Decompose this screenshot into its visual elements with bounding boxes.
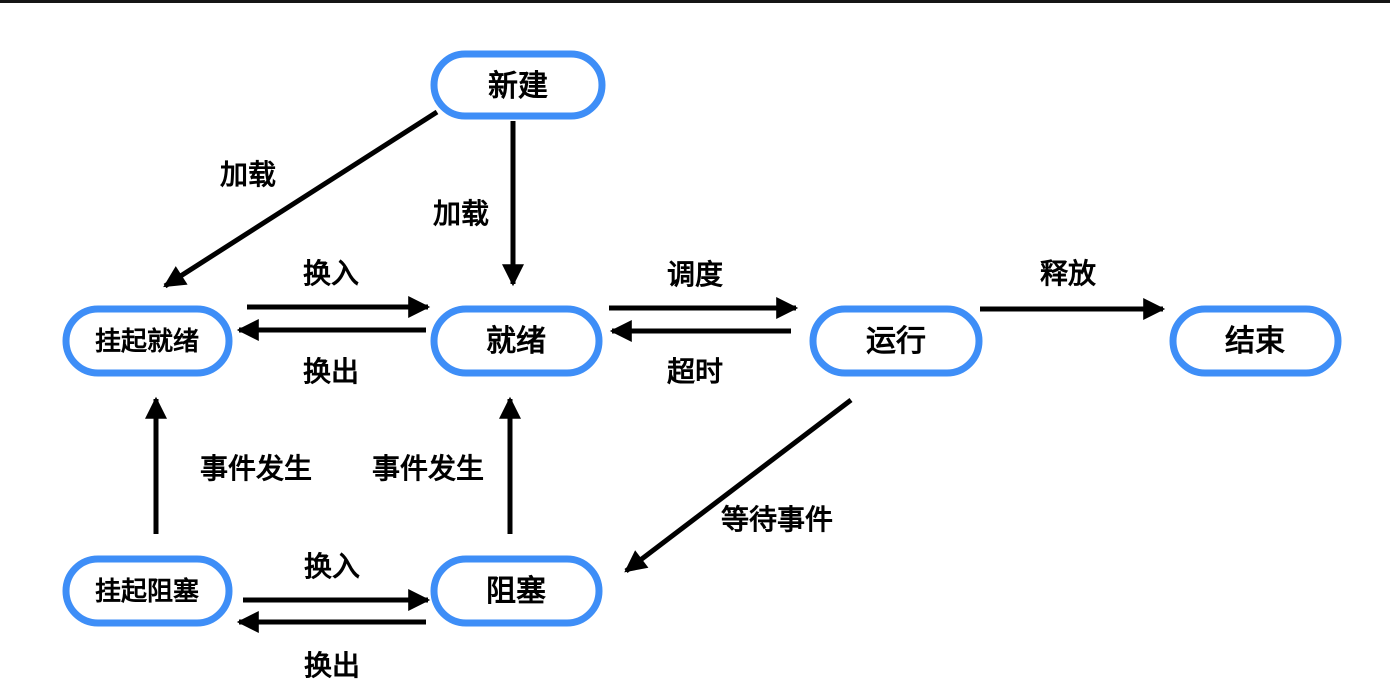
state-pill xyxy=(62,305,233,377)
edge-label-load-vertical: 加载 xyxy=(433,198,489,229)
edge-label-load-diagonal: 加载 xyxy=(220,159,276,190)
edge-label-swap-out-bottom: 换出 xyxy=(304,650,360,681)
edge-label-release: 释放 xyxy=(1040,257,1097,289)
edge-label-dispatch: 调度 xyxy=(667,259,723,290)
state-node-suspended-blocked: 挂起阻塞 xyxy=(62,555,233,627)
state-node-end: 结束 xyxy=(1169,305,1342,377)
edge-labels-layer: 加载 加载 换入 换出 调度 超时 释放 事件发生 事件发生 等待事件 换入 换… xyxy=(200,159,1097,681)
arrow-running-to-blocked xyxy=(624,398,853,573)
state-label-suspended-blocked: 挂起阻塞 xyxy=(95,576,199,606)
state-node-suspended-ready: 挂起就绪 xyxy=(62,305,233,377)
state-pill xyxy=(809,305,983,377)
state-node-blocked: 阻塞 xyxy=(430,555,603,627)
state-pill xyxy=(1169,305,1342,377)
state-label-new: 新建 xyxy=(488,70,548,103)
state-pill xyxy=(430,50,606,120)
edge-label-swap-in-top: 换入 xyxy=(303,258,359,289)
edge-label-event-occurs-left: 事件发生 xyxy=(200,452,312,484)
state-node-new: 新建 xyxy=(430,50,606,120)
edge-label-timeout: 超时 xyxy=(667,356,723,387)
edge-label-swap-out-top: 换出 xyxy=(303,356,359,387)
state-pill xyxy=(62,555,233,627)
edge-label-event-occurs-right: 事件发生 xyxy=(372,452,484,484)
state-node-ready: 就绪 xyxy=(430,305,603,377)
edge-label-wait-event: 等待事件 xyxy=(721,503,833,535)
state-label-running: 运行 xyxy=(866,325,926,358)
state-pill xyxy=(430,555,603,627)
state-label-ready: 就绪 xyxy=(486,325,546,358)
state-pill xyxy=(430,305,603,377)
edge-label-swap-in-bottom: 换入 xyxy=(304,551,360,582)
top-divider-line xyxy=(0,0,1390,3)
state-label-blocked: 阻塞 xyxy=(486,574,546,608)
arrow-new-to-suspended-ready xyxy=(163,109,439,289)
state-node-running: 运行 xyxy=(809,305,983,377)
edges-layer xyxy=(144,109,1166,634)
state-label-suspended-ready: 挂起就绪 xyxy=(95,326,199,356)
state-label-end: 结束 xyxy=(1225,325,1285,358)
nodes-layer: 新建 挂起就绪 就绪 运行 结束 挂起阻塞 xyxy=(62,50,1342,627)
